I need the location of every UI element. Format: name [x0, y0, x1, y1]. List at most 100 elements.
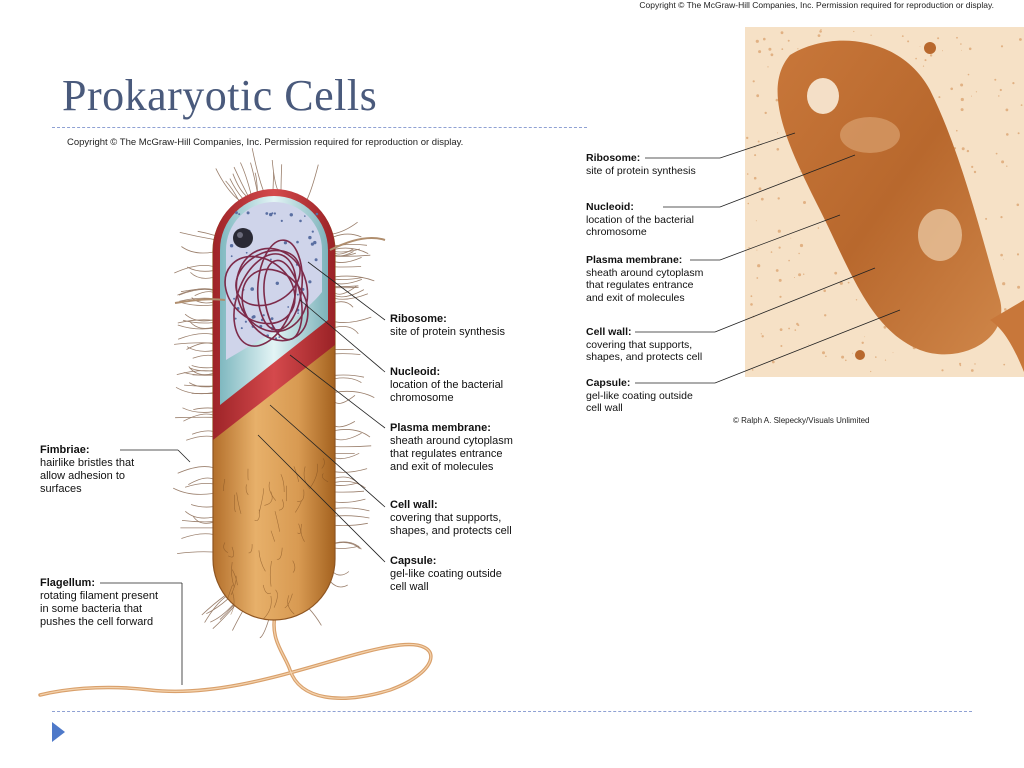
surface-hair	[263, 595, 272, 620]
fimbria-hair	[333, 571, 350, 576]
speckle-dot	[817, 34, 821, 37]
speckle-dot	[775, 269, 779, 272]
speckle-dot	[746, 173, 749, 175]
speckle-dot	[847, 281, 850, 284]
fimbria-hair	[192, 354, 214, 359]
fimbria-hair	[271, 159, 279, 191]
ribosome-dot	[270, 258, 272, 261]
copyright-notice-top: Copyright © The McGraw-Hill Companies, I…	[639, 0, 994, 10]
ribosome-dot	[304, 215, 306, 217]
speckle-dot	[757, 264, 761, 268]
speckle-dot	[817, 227, 820, 229]
fimbria-hair	[334, 252, 357, 257]
speckle-dot	[942, 50, 943, 52]
ribosome-dot	[229, 244, 234, 248]
fimbria-hair	[177, 466, 214, 474]
diagram-leader-lines	[100, 261, 386, 685]
speckle-dot	[751, 369, 754, 371]
fimbria-hair	[334, 480, 366, 489]
diagram-label-cell-wall: Cell wall: covering that supports, shape…	[390, 499, 512, 537]
ribosome-dot	[308, 235, 312, 240]
fimbria-hair	[308, 608, 322, 626]
ribosome-dot	[269, 212, 273, 217]
fimbria-hair	[219, 604, 235, 620]
speckle-dot	[778, 278, 782, 282]
speckle-dot	[938, 96, 941, 99]
speckle-dot	[760, 197, 764, 201]
inclusion-body	[233, 228, 253, 248]
speckle-dot	[845, 359, 847, 362]
fimbria-hair	[185, 511, 214, 519]
ribosome-dot	[245, 251, 248, 254]
speckle-dot	[747, 202, 750, 205]
micrograph-label-plasma-membrane: Plasma membrane: sheath around cytoplasm…	[586, 254, 704, 304]
speckle-dot	[824, 314, 827, 317]
surface-hair	[264, 491, 273, 506]
surface-hair	[258, 488, 264, 514]
surface-hair	[321, 473, 329, 483]
speckle-dot	[794, 277, 795, 278]
micrograph-label-ribosome: Ribosome: site of protein synthesis	[586, 152, 696, 177]
speckle-dot	[999, 88, 1002, 92]
fimbria-hair	[178, 288, 214, 296]
fimbria-hair	[334, 507, 370, 512]
fimbria-hair	[215, 168, 240, 201]
ribosome-dot	[274, 337, 278, 340]
micrograph-leader-lines	[635, 132, 901, 384]
speckle-dot	[1016, 203, 1020, 207]
fimbria-hair	[254, 172, 258, 193]
speckle-dot	[915, 57, 917, 60]
play-bullet-icon	[52, 722, 65, 742]
ribosome-dot	[240, 327, 243, 330]
ribosome-dot	[314, 258, 318, 262]
speckle-dot	[798, 252, 800, 255]
speckle-dot	[967, 73, 970, 76]
fimbria-hair	[177, 324, 214, 330]
fimbria-hair	[334, 377, 362, 383]
ribosome-dot	[280, 219, 283, 222]
fimbria-hair	[334, 277, 363, 280]
fimbria-hair	[197, 230, 216, 236]
fimbria-hair	[334, 542, 360, 549]
ribosome-dot	[275, 281, 279, 285]
fimbria-hair	[174, 264, 214, 274]
speckle-dot	[919, 46, 921, 47]
speckle-dot	[960, 83, 964, 87]
fimbria-hair	[251, 148, 264, 192]
speckle-dot	[823, 289, 826, 293]
diagram-label-capsule: Capsule: gel-like coating outside cell w…	[390, 555, 502, 593]
speckle-dot	[861, 341, 864, 344]
surface-hair	[303, 466, 311, 490]
speckle-dot	[758, 50, 762, 54]
fimbria-hair	[240, 162, 252, 195]
ribosome-dot	[252, 315, 256, 319]
speckle-dot	[797, 48, 799, 50]
surface-hair	[230, 592, 235, 615]
speckle-dot	[1012, 82, 1015, 85]
speckle-dot	[960, 108, 964, 112]
ribosome-dot	[271, 212, 274, 215]
fimbria-hair	[189, 367, 214, 372]
fimbria-hair	[184, 482, 214, 488]
speckle-dot	[803, 273, 805, 275]
speckle-dot	[966, 149, 970, 153]
speckle-dot	[956, 36, 958, 39]
ribosome-dot	[278, 336, 281, 338]
speckle-dot	[756, 249, 758, 251]
speckle-dot	[788, 327, 790, 330]
surface-hair	[295, 501, 302, 513]
speckle-dot	[767, 66, 769, 68]
fimbria-hair	[334, 515, 370, 519]
surface-hair	[300, 523, 305, 542]
speckle-dot	[748, 247, 750, 249]
surface-hair	[231, 562, 235, 588]
fimbria-hair	[177, 319, 214, 324]
fimbria-hair	[334, 468, 368, 473]
speckle-dot	[755, 220, 757, 222]
ribosome-dot	[287, 306, 290, 308]
speckle-dot	[1003, 363, 1006, 366]
speckle-dot	[796, 322, 799, 326]
surface-hair	[274, 511, 280, 532]
speckle-dot	[788, 259, 790, 262]
speckle-dot	[768, 47, 772, 51]
